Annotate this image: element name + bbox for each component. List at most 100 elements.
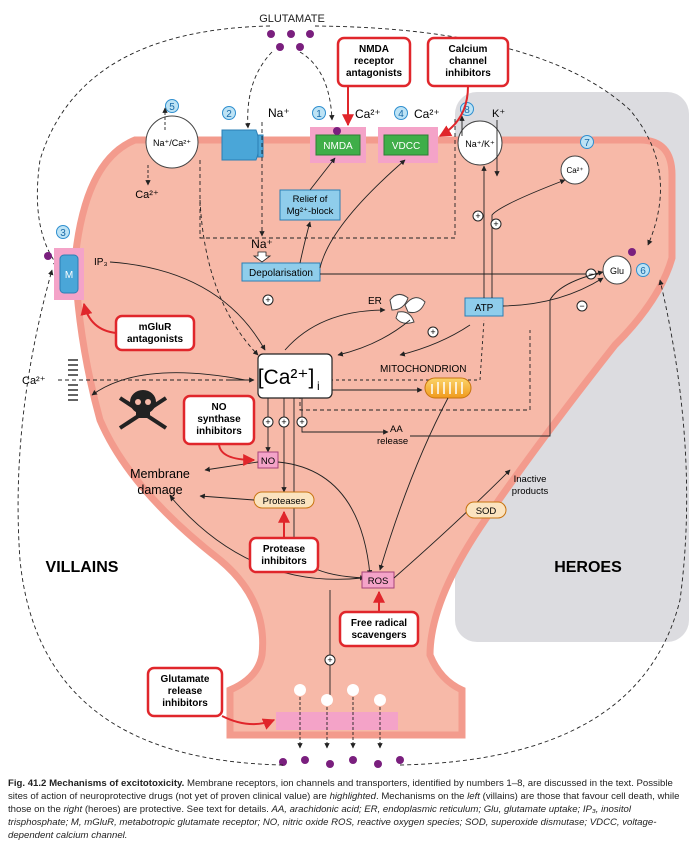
glutamate-dot-uptake xyxy=(628,248,636,256)
caption-text: Membrane receptors, ion channels and tra… xyxy=(8,778,673,802)
proteases-to-damage xyxy=(199,493,255,501)
ip3-to-ca xyxy=(109,261,266,351)
svg-text:4: 4 xyxy=(398,109,404,120)
svg-text:antagonists: antagonists xyxy=(346,68,403,79)
svg-text:Ca²⁺: Ca²⁺ xyxy=(566,166,583,175)
svg-text:NO: NO xyxy=(261,456,275,467)
relief-to-nmda xyxy=(309,157,336,191)
membrane-damage-line1: Membrane xyxy=(130,467,190,481)
ca-to-membrane xyxy=(91,372,246,396)
glutamate-to-channel2 xyxy=(245,51,273,129)
svg-text:Proteases: Proteases xyxy=(263,496,306,507)
ca-to-er xyxy=(284,307,386,351)
na-plus-label: Na⁺ xyxy=(268,106,290,120)
depol-to-vddc xyxy=(319,159,406,269)
na-plus-inside: Na⁺ xyxy=(251,237,273,251)
svg-text:SOD: SOD xyxy=(476,506,497,517)
svg-text:ROS: ROS xyxy=(368,576,389,587)
er-label: ER xyxy=(368,296,382,307)
svg-text:+: + xyxy=(493,219,498,229)
ros-highlight xyxy=(361,571,395,589)
svg-text:inhibitors: inhibitors xyxy=(261,556,307,567)
inactive-products-line1: Inactive xyxy=(514,474,547,485)
svg-text:inhibitors: inhibitors xyxy=(445,68,491,79)
plus-badge-ip3 xyxy=(262,294,274,306)
caption-text4: (heroes) are protective. See text for de… xyxy=(82,804,272,815)
svg-text:[Ca²⁺]: [Ca²⁺] xyxy=(258,366,315,389)
svg-text:Glu: Glu xyxy=(610,266,624,276)
dashed-to-ca xyxy=(199,199,259,356)
svg-text:ATP: ATP xyxy=(475,303,494,314)
svg-text:receptor: receptor xyxy=(354,56,394,67)
svg-text:Depolarisation: Depolarisation xyxy=(249,268,313,279)
glutamate-dot-m xyxy=(44,252,52,260)
drug-calcium-channel-inhibitors: Calcium channel inhibitors xyxy=(426,36,510,137)
svg-text:−: − xyxy=(579,301,584,311)
vesicles xyxy=(294,684,386,706)
drug-nmda-antagonists: NMDA receptor antagonists xyxy=(336,36,412,127)
caption-highlighted: highlighted xyxy=(329,791,376,802)
caption-title: Mechanisms of excitotoxicity. xyxy=(49,778,185,789)
mito-to-ros xyxy=(378,397,449,571)
svg-text:1: 1 xyxy=(316,109,322,120)
svg-text:−: − xyxy=(588,269,593,279)
drug-no-synthase-inhibitors: NO synthase inhibitors xyxy=(182,394,256,466)
sod-box xyxy=(465,501,507,519)
villains-label: VILLAINS xyxy=(46,559,119,576)
minus-badge-atp-glu xyxy=(576,300,588,312)
drug-glutamate-release-inhibitors: Glutamate release inhibitors xyxy=(146,666,276,730)
er-to-ca xyxy=(337,319,411,357)
atp-to-ca-pump xyxy=(491,179,566,298)
neuron-cell-body xyxy=(71,136,676,739)
svg-text:Protease: Protease xyxy=(263,544,306,555)
glutamate-dots-top xyxy=(267,30,314,51)
svg-text:i: i xyxy=(317,379,320,393)
inactive-products-line2: products xyxy=(512,486,549,497)
na-k-pump xyxy=(457,120,503,166)
na-ca-exchanger xyxy=(145,115,199,169)
svg-text:+: + xyxy=(265,417,270,427)
svg-text:6: 6 xyxy=(640,266,646,277)
no-box xyxy=(257,451,279,469)
glutamate-dots-bottom xyxy=(279,756,404,768)
plus-badge-atp-er xyxy=(427,326,439,338)
glutamate-label: GLUTAMATE xyxy=(259,13,325,25)
svg-text:scavengers: scavengers xyxy=(351,630,406,641)
release-site-highlight xyxy=(276,712,398,730)
caption-fig-label: Fig. 41.2 xyxy=(8,778,47,789)
aa-release-label: release xyxy=(377,436,408,447)
svg-text:antagonists: antagonists xyxy=(127,334,184,345)
svg-text:synthase: synthase xyxy=(197,414,241,425)
svg-text:Mg²⁺-block: Mg²⁺-block xyxy=(287,206,334,217)
k-plus-label: K⁺ xyxy=(492,108,505,120)
vddc-channel xyxy=(383,134,429,156)
intracellular-calcium-box xyxy=(257,353,333,399)
na-hollow-arrow xyxy=(252,251,272,263)
outer-dashed-loop-bottom-right xyxy=(399,279,688,766)
m-receptor xyxy=(59,254,79,294)
svg-text:+: + xyxy=(327,655,332,665)
svg-text:+: + xyxy=(299,417,304,427)
ca2-exchanger-label: Ca²⁺ xyxy=(135,189,159,201)
svg-text:NO: NO xyxy=(212,402,227,413)
no-to-ros xyxy=(277,461,373,576)
atp-dashed-feedback xyxy=(299,330,531,411)
drug-free-radical-scavengers: Free radical scavengers xyxy=(338,590,420,648)
excitotoxicity-diagram: GLUTAMATE 5 2 1 4 8 7 3 6 Na⁺/Ca²⁺ Ca²⁺ … xyxy=(17,13,689,768)
svg-text:Na⁺/Ca²⁺: Na⁺/Ca²⁺ xyxy=(153,138,191,148)
svg-text:M: M xyxy=(65,270,73,281)
skull-crossbones-icon xyxy=(118,390,168,430)
drug-mglur-antagonists: mGluR antagonists xyxy=(80,302,196,352)
glutamate-dot-nmda xyxy=(333,127,341,135)
aa-to-glu xyxy=(410,270,604,437)
ip3-label: IP₃ xyxy=(94,257,108,268)
svg-text:+: + xyxy=(281,417,286,427)
nmda-receptor xyxy=(315,134,361,156)
svg-text:5: 5 xyxy=(169,102,175,113)
svg-text:Free radical: Free radical xyxy=(351,618,407,629)
svg-text:NMDA: NMDA xyxy=(359,44,389,55)
svg-text:inhibitors: inhibitors xyxy=(162,698,208,709)
mitochondrion-label: MITOCHONDRION xyxy=(380,364,466,375)
atp-to-er xyxy=(399,324,471,357)
svg-text:7: 7 xyxy=(584,138,590,149)
